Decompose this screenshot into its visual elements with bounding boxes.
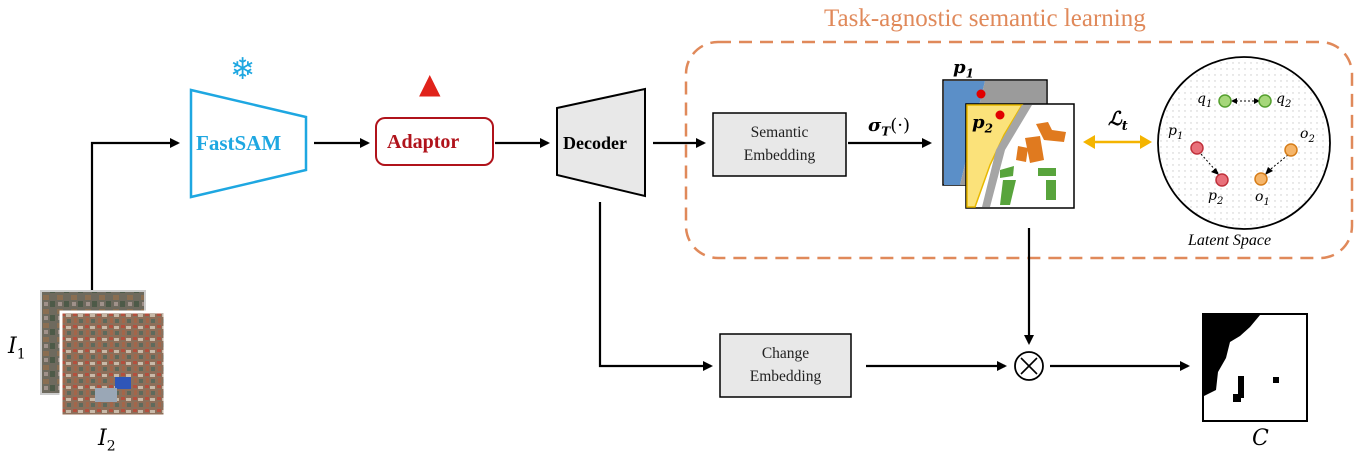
latent-label-o2: o2 (1300, 127, 1315, 145)
latent-label-p2: p2 (1208, 189, 1223, 207)
sigma-symbol: σ (868, 115, 882, 136)
loss-label: ℒt (1108, 110, 1128, 133)
change-embedding-label: Change Embedding (720, 342, 851, 388)
latent-label-q1: q1 (1197, 92, 1212, 110)
o1-base: o (1255, 189, 1264, 205)
point-p1-marker (976, 89, 986, 99)
latent-space-circle (1157, 56, 1331, 230)
p2-sub: 2 (1216, 195, 1224, 207)
q1-sub: 1 (1205, 98, 1213, 110)
change-embedding-line-2: Embedding (749, 368, 822, 385)
loss-double-arrow (1083, 135, 1152, 149)
input-image-stack (40, 290, 167, 418)
i2-base: I (98, 426, 107, 451)
semantic-map-stack (942, 79, 1075, 209)
snowflake-icon: ❄ (230, 52, 256, 87)
change-embedding-line-1: Change (761, 345, 810, 362)
semantic-learning-region (684, 40, 1354, 260)
map-point-p1-label: p1 (953, 59, 974, 80)
loss-symbol: ℒ (1108, 108, 1122, 130)
latent-point-p2 (1215, 173, 1229, 187)
loss-subscript: t (1121, 118, 1128, 134)
point-p2-marker (995, 110, 1005, 120)
map-p2-base: p (972, 112, 985, 133)
semantic-embedding-line-2: Embedding (743, 147, 816, 164)
change-embedding-box (719, 333, 852, 398)
q2-sub: 2 (1284, 98, 1292, 110)
q1-base: q (1197, 91, 1206, 107)
decoder-label: Decoder (563, 133, 627, 153)
region-title: Task-agnostic semantic learning (824, 5, 1146, 32)
latent-point-p1 (1190, 141, 1204, 155)
map-p2-sub: 2 (984, 121, 993, 136)
i1-sub: 1 (16, 346, 26, 363)
q2-base: q (1276, 91, 1285, 107)
sigma-argument: (·) (890, 115, 910, 136)
fastsam-encoder (189, 88, 308, 199)
multiply-node (1014, 351, 1044, 381)
change-map-output (1202, 313, 1308, 422)
latent-label-p1: p1 (1168, 124, 1183, 142)
sigma-subscript: T (881, 124, 891, 139)
latent-label-o1: o1 (1255, 190, 1270, 208)
latent-label-q2: q2 (1276, 92, 1291, 110)
i1-base: I (8, 334, 17, 359)
sigma-function-label: σT(·) (868, 117, 910, 138)
output-label-c: C (1252, 426, 1269, 451)
adaptor-box (375, 117, 494, 166)
map-point-p2-label: p2 (972, 114, 993, 135)
o2-sub: 2 (1308, 133, 1315, 145)
decoder-block (556, 87, 646, 198)
latent-point-q1 (1218, 94, 1232, 108)
decoder-to-change-arrow (598, 202, 713, 371)
p1-base: p (1168, 123, 1177, 139)
latent-point-o1 (1254, 172, 1268, 186)
input-label-i2: I2 (98, 426, 116, 455)
semantic-embedding-line-1: Semantic (750, 124, 809, 141)
latent-space-title: Latent Space (1188, 232, 1272, 249)
map-p1-base: p (953, 57, 966, 78)
i2-sub: 2 (106, 438, 116, 455)
p2-base: p (1208, 188, 1217, 204)
semantic-embedding-label: Semantic Embedding (713, 121, 846, 167)
adaptor-label: Adaptor (387, 131, 460, 153)
input-label-i1: I1 (8, 334, 26, 363)
input-to-fastsam-arrow (90, 138, 180, 290)
fastsam-label: FastSAM (196, 131, 282, 155)
o1-sub: 1 (1263, 196, 1270, 208)
latent-point-o2 (1284, 143, 1298, 157)
semantic-embedding-box (712, 112, 847, 177)
fire-icon: ▲ (419, 67, 441, 100)
latent-point-q2 (1258, 94, 1272, 108)
map-p1-sub: 1 (965, 66, 974, 81)
o2-base: o (1300, 126, 1309, 142)
p1-sub: 1 (1176, 130, 1184, 142)
